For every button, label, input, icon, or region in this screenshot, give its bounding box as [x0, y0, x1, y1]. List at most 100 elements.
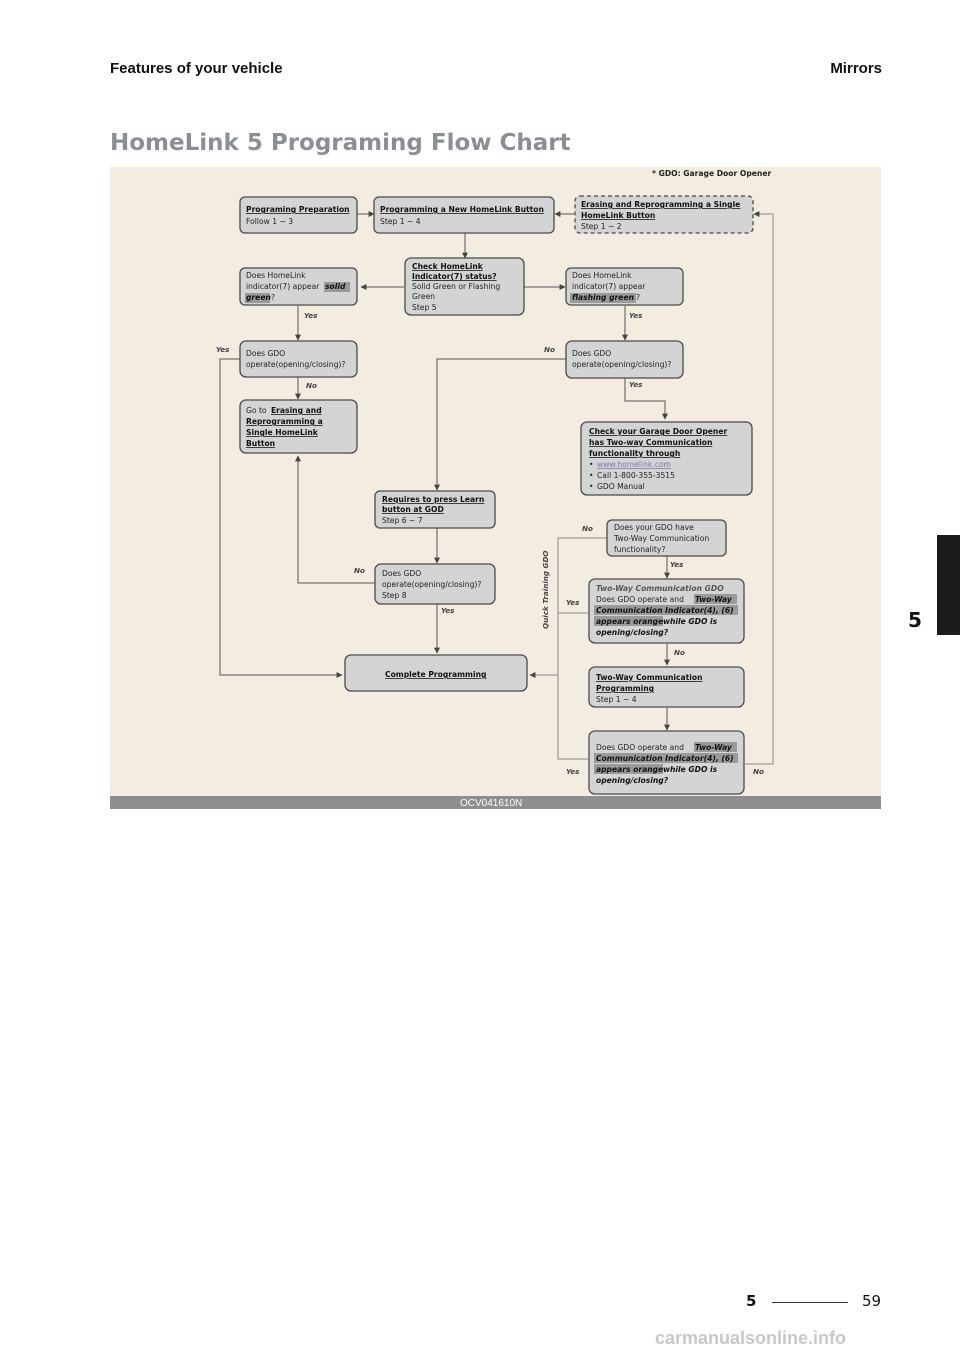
- box-text: Requires to press Learn: [382, 495, 484, 504]
- label-yes: Yes: [441, 606, 455, 615]
- label-yes: Yes: [216, 345, 230, 354]
- box-link-text: www.homelink.com: [597, 460, 671, 469]
- box-complete-programming: Complete Programming: [344, 654, 528, 692]
- box-erasing-reprogramming: Erasing and Reprogramming a Single HomeL…: [574, 195, 754, 234]
- label-no: No: [544, 345, 555, 354]
- caption-bar: [110, 796, 881, 809]
- bullet-icon: •: [589, 482, 593, 491]
- box-text: while GDO is: [663, 617, 718, 626]
- box-text: Does HomeLink: [572, 271, 632, 280]
- box-text: Complete Programming: [385, 670, 486, 679]
- box-text: Two-Way: [695, 595, 733, 604]
- box-two-way-programming: Two-Way Communication Programming Step 1…: [588, 666, 745, 708]
- box-gdo-step-8: Does GDO operate(opening/closing)? Step …: [374, 563, 496, 605]
- box-text: ?: [636, 293, 640, 302]
- box-text: Two-Way: [695, 743, 733, 752]
- box-text: Programming a New HomeLink Button: [380, 205, 544, 214]
- label-yes: Yes: [304, 311, 318, 320]
- box-text: opening/closing?: [596, 628, 669, 637]
- box-text: HomeLink Button: [581, 211, 655, 220]
- label-yes: Yes: [566, 767, 580, 776]
- box-text: Button: [246, 439, 275, 448]
- box-text: Two-Way Communication: [613, 534, 709, 543]
- flow-chart-figure: OCV041610N * GDO: Garage Door Opener Pro…: [110, 167, 881, 809]
- label-no: No: [582, 524, 593, 533]
- label-yes: Yes: [566, 598, 580, 607]
- box-press-learn: Requires to press Learn button at GOD St…: [374, 490, 496, 529]
- box-text: Step 1 ~ 4: [380, 217, 421, 226]
- box-text: Communication Indicator(4), (6): [596, 754, 734, 763]
- box-gdo-operate-right: Does GDO operate(opening/closing)?: [565, 340, 684, 379]
- box-programming-new: Programming a New HomeLink Button Step 1…: [373, 196, 555, 234]
- box-gdo-operate-left: Does GDO operate(opening/closing)?: [239, 340, 358, 378]
- bullet-icon: •: [589, 471, 593, 480]
- box-text: Go to: [246, 406, 267, 415]
- box-text: Step 5: [412, 303, 437, 312]
- running-header-chapter: Mirrors: [830, 60, 882, 77]
- box-text: opening/closing?: [596, 776, 669, 785]
- running-header-section: Features of your vehicle: [110, 60, 283, 77]
- box-text: Does GDO: [382, 569, 421, 578]
- page-title: HomeLink 5 Programing Flow Chart: [110, 130, 571, 156]
- box-text: Does GDO operate and: [596, 743, 684, 752]
- box-text: Check HomeLink: [412, 262, 484, 271]
- box-text: Indicator(7) status?: [412, 272, 497, 281]
- box-text: Step 1 ~ 4: [596, 695, 637, 704]
- label-no: No: [354, 566, 365, 575]
- box-text: Check your Garage Door Opener: [589, 427, 727, 436]
- box-final-check: Does GDO operate and Two-Way Communicati…: [588, 730, 745, 795]
- chapter-tab-number: 5: [908, 608, 922, 632]
- figure-caption: OCV041610N: [460, 798, 522, 809]
- box-text: ?: [271, 293, 275, 302]
- box-text: green: [246, 293, 271, 302]
- box-text: Step 8: [382, 591, 407, 600]
- box-text: Communication Indicator(4), (6): [596, 606, 734, 615]
- box-two-way-gdo: Two-Way Communication GDO Does GDO opera…: [588, 578, 745, 644]
- label-yes: Yes: [670, 560, 684, 569]
- label-yes: Yes: [629, 380, 643, 389]
- box-text: Does GDO: [572, 349, 611, 358]
- chapter-tab: [937, 535, 960, 635]
- box-text: while GDO is: [663, 765, 718, 774]
- bullet-icon: •: [589, 460, 593, 469]
- box-text: flashing green: [572, 293, 634, 302]
- box-text: functionality?: [614, 545, 665, 554]
- box-text: Follow 1 ~ 3: [246, 217, 293, 226]
- box-flashing-green: Does HomeLink indicator(7) appear flashi…: [565, 267, 684, 306]
- footer-divider: [772, 1302, 848, 1303]
- box-check-indicator: Check HomeLink Indicator(7) status? Soli…: [404, 257, 525, 316]
- box-text: Does GDO: [246, 349, 285, 358]
- box-text: operate(opening/closing)?: [572, 360, 671, 369]
- box-programing-preparation: Programing Preparation Follow 1 ~ 3: [239, 196, 358, 234]
- footer-section-number: 5: [746, 1292, 757, 1310]
- box-check-two-way: Check your Garage Door Opener has Two-wa…: [580, 421, 753, 496]
- box-text: indicator(7) appear: [246, 282, 320, 291]
- box-text: Does your GDO have: [614, 523, 694, 532]
- label-yes: Yes: [629, 311, 643, 320]
- box-text: Two-Way Communication GDO: [596, 584, 724, 593]
- box-text: appears orange: [596, 617, 663, 626]
- gdo-note: * GDO: Garage Door Opener: [652, 169, 771, 178]
- box-text: Step 6 ~ 7: [382, 516, 423, 525]
- box-text: button at GOD: [382, 505, 444, 514]
- box-text: Erasing and: [271, 406, 322, 415]
- box-text: Green: [412, 292, 435, 301]
- box-text: has Two-way Communication: [589, 438, 712, 447]
- box-text: Erasing and Reprogramming a Single: [581, 200, 740, 209]
- box-text: Single HomeLink: [246, 428, 319, 437]
- label-no: No: [674, 648, 685, 657]
- box-text: Solid Green or Flashing: [412, 282, 500, 291]
- box-go-to-erasing: Go to Erasing and Reprogramming a Single…: [239, 399, 358, 454]
- box-text: indicator(7) appear: [572, 282, 646, 291]
- box-text: Two-Way Communication: [596, 673, 703, 682]
- box-text: solid: [325, 282, 346, 291]
- label-quick-training: Quick Training GDO: [541, 550, 550, 629]
- label-no: No: [306, 381, 317, 390]
- flow-labels: Yes Yes Yes No No Yes No Yes No Yes Yes …: [216, 311, 764, 776]
- box-solid-green: Does HomeLink indicator(7) appear solid …: [239, 267, 358, 306]
- box-text: appears orange: [596, 765, 663, 774]
- box-text: functionality through: [589, 449, 680, 458]
- box-text: Does HomeLink: [246, 271, 306, 280]
- watermark-text: carmanualsonline.info: [655, 1328, 847, 1348]
- box-text: Programming: [596, 684, 654, 693]
